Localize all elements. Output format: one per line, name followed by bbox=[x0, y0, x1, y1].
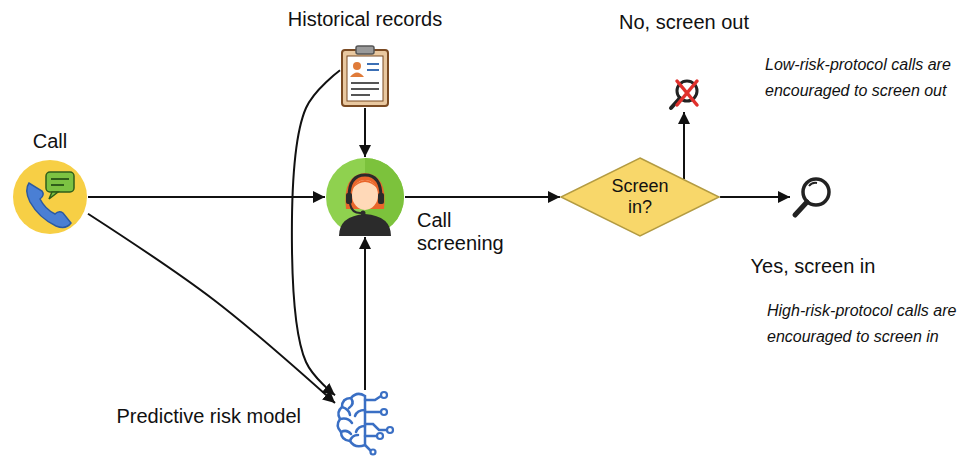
records-icon-part bbox=[351, 82, 379, 84]
records-icon-part bbox=[367, 69, 379, 71]
screener-icon-part bbox=[352, 180, 378, 189]
flow-arrow bbox=[292, 70, 340, 395]
screener-icon-part bbox=[339, 214, 391, 236]
flow-arrow bbox=[88, 214, 335, 403]
note-text: High-risk-protocol calls are encouraged … bbox=[767, 298, 970, 349]
records-icon bbox=[340, 45, 390, 108]
call-icon-part bbox=[13, 160, 87, 234]
model-icon-part bbox=[365, 396, 387, 451]
node-label: Call bbox=[33, 130, 67, 153]
node-label: Historical records bbox=[288, 8, 442, 31]
screener-icon-part bbox=[378, 193, 384, 204]
model-icon-part bbox=[338, 394, 365, 446]
screen-in-icon-part bbox=[795, 202, 807, 215]
screener-icon bbox=[325, 157, 405, 237]
records-icon-part bbox=[342, 50, 388, 106]
records-icon-part bbox=[351, 88, 379, 90]
call-icon-part bbox=[49, 192, 58, 199]
flow-arrow bbox=[405, 196, 560, 198]
call-icon-part bbox=[51, 178, 69, 180]
screener-icon-part bbox=[350, 204, 362, 213]
node-label: No, screen out bbox=[619, 11, 749, 34]
screener-icon-part bbox=[352, 180, 378, 210]
diamond-shape bbox=[561, 158, 719, 236]
call-icon-part bbox=[51, 184, 64, 186]
screener-icon-part bbox=[361, 211, 366, 216]
screener-icon: Call screening bbox=[325, 157, 405, 237]
screener-icon-part bbox=[326, 158, 404, 236]
note-text: Low-risk-protocol calls are encouraged t… bbox=[765, 52, 968, 103]
screen-in-icon bbox=[790, 175, 836, 219]
screener-icon-part bbox=[345, 173, 384, 209]
screen-in-icon-part bbox=[809, 183, 817, 186]
screen-in-icon: Yes, screen in bbox=[790, 175, 836, 219]
model-icon-part bbox=[387, 427, 393, 433]
call-icon bbox=[12, 159, 88, 235]
model-icon-part bbox=[377, 433, 383, 439]
screener-icon-part bbox=[346, 193, 352, 204]
records-icon-part bbox=[367, 63, 379, 65]
model-icon-part bbox=[381, 392, 387, 398]
model-icon-part bbox=[340, 398, 365, 441]
flow-arrow bbox=[364, 237, 366, 390]
model-icon-part bbox=[371, 392, 394, 455]
flow-arrow bbox=[364, 108, 366, 157]
node-label: Call screening bbox=[417, 209, 517, 255]
flow-arrow bbox=[88, 196, 325, 198]
node-label: Predictive risk model bbox=[116, 405, 301, 428]
model-icon-part bbox=[338, 394, 387, 451]
call-icon-part bbox=[46, 172, 74, 192]
node-label: Screen in? bbox=[600, 176, 680, 217]
flow-arrow bbox=[720, 196, 790, 198]
records-icon-part bbox=[353, 62, 361, 70]
records-icon: Historical records bbox=[340, 45, 390, 108]
records-icon-part bbox=[350, 73, 364, 78]
call-icon: Call bbox=[12, 159, 88, 235]
flow-arrow bbox=[683, 112, 685, 179]
model-icon-part bbox=[381, 409, 387, 415]
screen-out-icon: No, screen out bbox=[668, 78, 700, 112]
model-icon bbox=[335, 390, 395, 455]
node-label: Yes, screen in bbox=[751, 255, 876, 278]
records-icon-part bbox=[351, 94, 370, 96]
model-icon: Predictive risk model bbox=[335, 390, 395, 455]
decision-diamond: Screen in? bbox=[560, 157, 720, 237]
model-icon-part bbox=[371, 450, 376, 455]
screener-icon-part bbox=[349, 175, 381, 197]
records-icon-part bbox=[347, 56, 383, 101]
screen-out-icon-part bbox=[677, 81, 697, 105]
records-icon-part bbox=[356, 46, 374, 54]
screen-out-icon-part bbox=[677, 81, 697, 105]
screen-out-icon bbox=[668, 78, 700, 112]
